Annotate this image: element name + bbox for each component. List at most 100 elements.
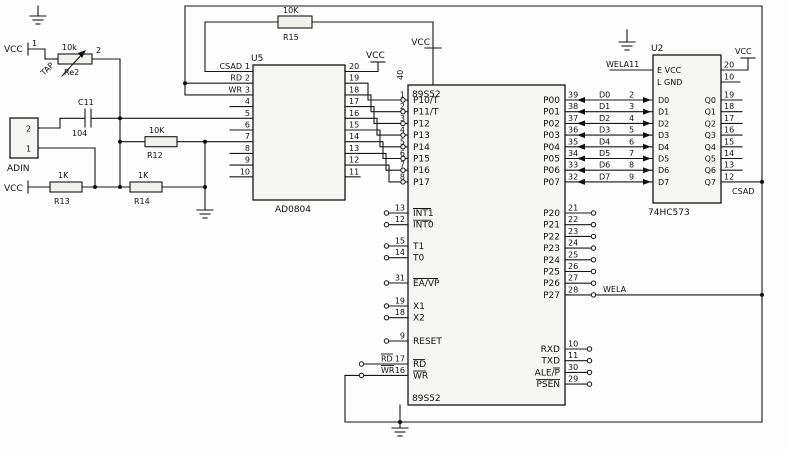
u2-d-label: D7 [658,178,669,187]
u2-q-label: Q7 [705,178,716,187]
pot-ref: Re2 [64,68,79,77]
bus-net-label: D3 [599,126,610,135]
mcu-pin-num: 32 [568,172,578,181]
mcu-pin-label: P10/T [413,96,439,106]
mcu-pin-label: P20 [543,209,560,219]
u2-pin-num: 20 [724,61,734,70]
u2-q-label: Q4 [705,143,716,152]
mcu-pin-label: P25 [543,268,560,278]
mcu-pin-label: P16 [413,166,430,176]
mcu-pin-num: 11 [568,351,578,360]
u5-part: AD0804 [275,205,311,215]
u5-pin-num: 20 [349,62,359,71]
mcu-pin-label: EA/VP [413,279,440,289]
u2-pin-num: 9 [629,172,634,181]
bus-net-label: D0 [599,91,610,100]
mcu-pin-num: 18 [395,308,405,317]
potentiometer-re2: TAP 10k Re2 2 [38,43,101,78]
u2-pin-num: 5 [629,126,634,135]
u2-ref: U2 [651,44,663,54]
mcu-pin-num: 13 [395,204,405,213]
u2-pin-num: 18 [724,102,734,111]
u5-pin-num: 13 [349,144,359,153]
u2-row-label: E VCC [657,66,682,75]
r14-value: 1K [138,171,149,180]
mcu-pin-num: 8 [400,172,405,181]
u5-pin-num: 9 [245,156,250,165]
mcu-pin-label: P23 [543,244,560,254]
mcu-pin-label: P26 [543,279,560,289]
mcu-pin-label: P00 [543,96,560,106]
mcu-ref-top: 89S52 [412,90,441,100]
u5-pin-num: 16 [349,109,359,118]
u5-pin-num: 10 [240,167,250,176]
adin-pin1: 1 [26,145,31,154]
mcu-pin-num: 12 [395,215,405,224]
mcu-pin-num: 27 [568,274,578,283]
r15-resistor: 10K R15 [277,6,313,42]
u5-adc: U5 AD0804 CSAD RD WR 1 2 3 4 5 6 7 8 9 1… [220,51,409,215]
mcu-pin-num: 4 [400,126,405,135]
mcu-pin-num: 6 [400,149,405,158]
mcu-pin-label: P24 [543,256,560,266]
mcu-pin-label: P05 [543,155,560,165]
mcu-pin-label: RXD [541,345,560,355]
mcu-pin40-num: 40 [396,70,405,80]
mcu-pin-label: INT1 [413,209,434,219]
u2-vcc-label: VCC [735,47,752,56]
ground-symbol-analog [196,209,214,219]
u2-pin-num: 10 [724,73,734,82]
csad-net-label: CSAD [732,187,754,196]
u2-pin-num: 8 [629,161,634,170]
mcu-pin-label: P04 [543,143,560,153]
pot-tap-label: TAP [38,61,55,78]
adin-label: ADIN [7,164,29,174]
bus-net-label: D1 [599,102,610,111]
u5-chip-body [252,64,346,201]
u5-pin-num: 17 [349,97,359,106]
bus-net-label: D4 [599,137,610,146]
mcu-pin-num: 26 [568,262,578,271]
u2-q-label: Q3 [705,131,716,140]
u2-d-label: D2 [658,119,669,128]
mcu-pin-label: P12 [413,119,430,129]
mcu-pin-num: 19 [395,297,405,306]
rd-net-label: RD [381,355,393,364]
u5-pin-num: 4 [245,97,250,106]
mcu-pin-num: 29 [568,375,578,384]
mcu-pin-label: P27 [543,291,560,301]
u2-pin-num: 3 [629,102,634,111]
r15-ref: R15 [283,33,299,42]
u5-pin-num: 2 [245,74,250,83]
r14-ref: R14 [134,197,150,206]
mcu-pin-num: 3 [400,114,405,123]
u5-pin-num: 14 [349,132,359,141]
r13-ref: R13 [54,197,70,206]
mc u-pin-num: 22 [568,215,578,224]
mcu-pin-label: WR [413,371,428,381]
u2-pin-num: 6 [629,137,634,146]
mcu-pin-label: T1 [412,242,424,252]
r12-ref: R12 [147,151,163,160]
u5-pin-num: 7 [245,132,250,141]
mcu-pin-label: P21 [543,221,560,231]
u2-latch: U2 74HC573 WELA11 E VCC VCC 20 L GND 10 … [606,29,763,218]
mcu-pin-num: 2 [400,102,405,111]
c11-value: 104 [72,129,87,138]
mcu-pin-label: P11/T [413,108,439,118]
mcu-pin-label: P02 [543,119,560,129]
u2-row-label: L GND [657,78,682,87]
ground-symbol-topleft [29,5,47,25]
data-bus: 39 38 37 36 35 34 33 32 D0 D1 D2 D3 D4 D… [564,91,654,185]
mcu-pin-num: 39 [568,91,578,100]
mcu-pin-num: 36 [568,126,578,135]
wela-pin-label: WELA11 [606,60,639,69]
r15-value: 10K [283,6,299,15]
mcu-pin-label: X2 [413,314,425,324]
ground-symbol-u2 [618,29,636,51]
u2-d-label: D4 [658,143,669,152]
u2-chip-body [652,54,722,204]
u5-pin-num: 8 [245,144,250,153]
mcu-pin-num: 33 [568,161,578,170]
